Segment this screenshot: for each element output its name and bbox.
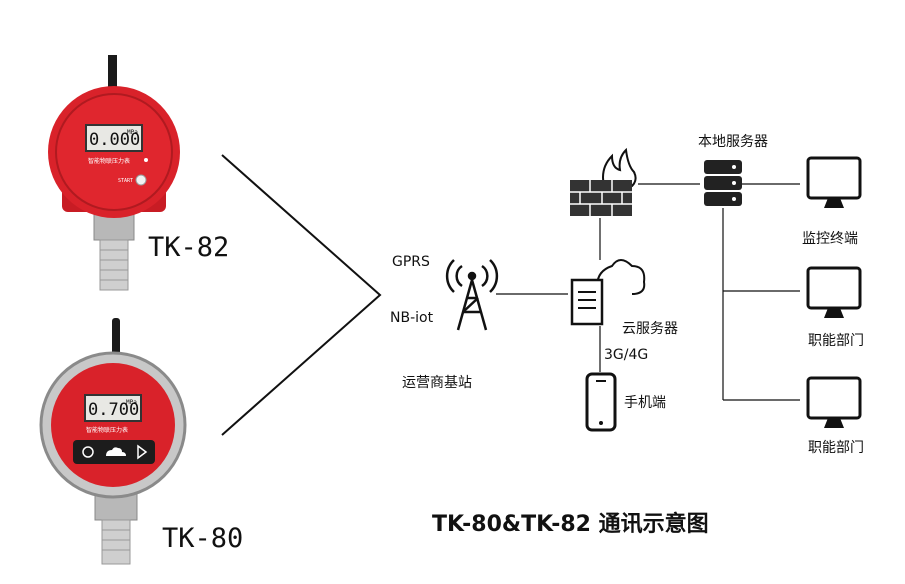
local-server-label: 本地服务器 — [698, 134, 768, 150]
tk80-lcd — [84, 394, 142, 422]
cloud-server-label: 云服务器 — [622, 321, 678, 337]
diagram-caption: TK-80&TK-82 通讯示意图 — [432, 512, 709, 537]
firewall-icon — [570, 147, 637, 216]
tower-icon — [445, 259, 499, 331]
tk82-face-label: 智能物联压力表 — [88, 157, 130, 165]
cloud-server-icon — [570, 259, 646, 326]
monitor-icon — [806, 266, 862, 318]
dept-1-label: 职能部门 — [808, 333, 864, 349]
tk80-signal-icon — [137, 444, 148, 460]
tk80-face — [51, 363, 175, 487]
tk80-thread — [101, 519, 131, 565]
base-station-label: 运营商基站 — [402, 375, 472, 391]
tk80-model-label: TK-80 — [162, 523, 244, 554]
nbiot-label: NB-iot — [390, 310, 434, 326]
tk80-lcd-unit: MPa — [126, 399, 137, 406]
mobile-link-label: 3G/4G — [604, 347, 649, 363]
gprs-label: GPRS — [392, 254, 430, 270]
tk82-lcd — [85, 124, 143, 152]
tk82-start-label: START — [118, 178, 133, 184]
tk82-lcd-unit: MPa — [127, 129, 138, 136]
dept-2-label: 职能部门 — [808, 440, 864, 456]
phone-icon — [585, 372, 617, 432]
monitor-icon — [806, 156, 862, 208]
tk82-start-button — [135, 174, 147, 186]
tk80-power-icon — [82, 446, 94, 458]
tk80-face-label: 智能物联压力表 — [86, 426, 128, 434]
tk80-lcd-value: 0.700 — [88, 400, 139, 420]
tk80-device: 0.700 MPa 智能物联压力表 — [39, 318, 187, 565]
tk82-device: 0.000 MPa 智能物联压力表 START — [48, 55, 180, 291]
tk82-antenna — [108, 55, 117, 100]
chevron-connector — [221, 154, 382, 436]
monitor-terminal-label: 监控终端 — [802, 231, 858, 247]
tk82-thread — [99, 239, 129, 291]
mobile-label: 手机端 — [624, 395, 666, 411]
monitor-icon — [806, 376, 862, 428]
tk82-lcd-value: 0.000 — [89, 130, 140, 150]
tk82-model-label: TK-82 — [148, 232, 230, 263]
local-server-icon — [704, 160, 742, 206]
tk80-cloud-icon — [106, 447, 126, 456]
